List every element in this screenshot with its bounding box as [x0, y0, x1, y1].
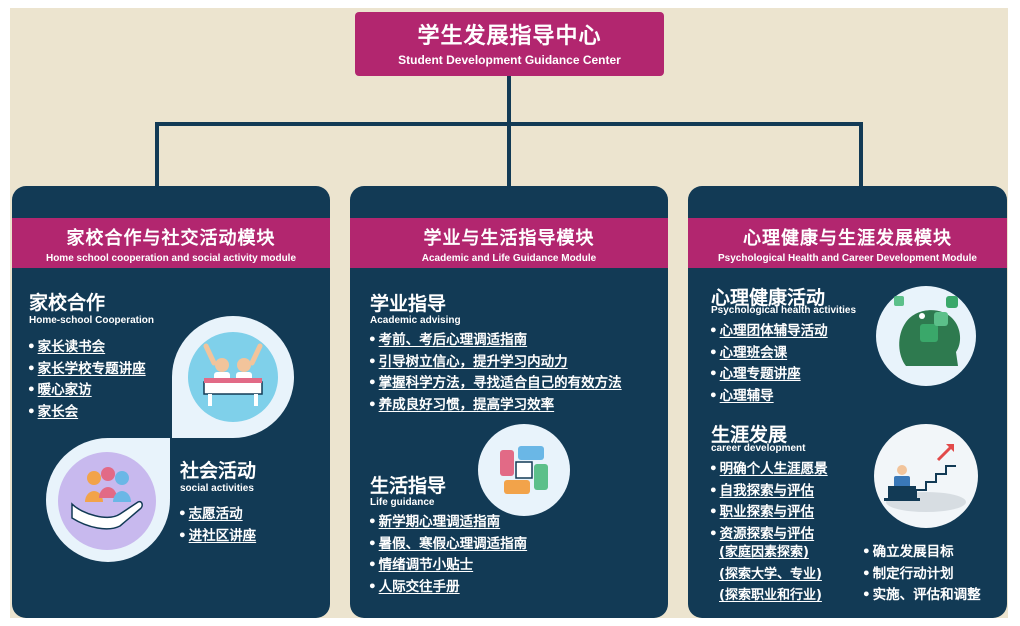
section-title-zh: 学业指导 — [370, 293, 447, 315]
module-title-en: Home school cooperation and social activ… — [45, 253, 297, 264]
list-item: •进社区讲座 — [178, 527, 257, 544]
module-title-zh: 学业与生活指导模块 — [423, 228, 595, 249]
career-right-list: •确立发展目标 •制定行动计划 •实施、评估和调整 — [862, 542, 981, 607]
list-item: •家长读书会 — [27, 339, 106, 355]
list-item: •人际交往手册 — [368, 578, 460, 595]
list-item: (探索职业和行业) — [719, 588, 822, 603]
list-item: •家长会 — [27, 403, 79, 420]
raised-hands-students-icon — [203, 343, 263, 406]
puzzle-head-icon — [894, 296, 961, 366]
list-item: •职业探索与评估 — [709, 504, 815, 520]
list-item: (家庭因素探索) — [719, 545, 809, 560]
section-title-en: career development — [711, 443, 806, 454]
section-title-zh: 社会活动 — [180, 460, 257, 482]
list-item: •明确个人生涯愿景 — [709, 461, 828, 477]
list-item: •自我探索与评估 — [709, 482, 815, 499]
module-title-zh: 心理健康与生涯发展模块 — [743, 228, 952, 249]
list-item: •考前、考后心理调适指南 — [368, 332, 528, 348]
list-item: •资源探索与评估 — [709, 525, 815, 542]
center-title-zh: 学生发展指导中心 — [417, 24, 602, 49]
list-item: •暑假、寒假心理调适指南 — [368, 535, 528, 552]
home-school-list: •家长读书会 •家长学校专题讲座 •暖心家访 •家长会 — [27, 337, 146, 423]
list-item: •实施、评估和调整 — [862, 587, 981, 603]
list-item: •心理班会课 — [709, 344, 788, 361]
section-title-en: Life guidance — [370, 497, 435, 508]
section-title-en: social activities — [180, 483, 254, 494]
module-title-en: Academic and Life Guidance Module — [421, 253, 597, 264]
interlocking-hands-icon — [500, 446, 548, 494]
list-item: •制定行动计划 — [862, 565, 954, 582]
center-title-en: Student Development Guidance Center — [398, 53, 621, 67]
list-item: •掌握科学方法，寻找适合自己的有效方法 — [368, 375, 622, 391]
section-title-zh: 家校合作 — [29, 292, 106, 314]
module-banner: 心理健康与生涯发展模块 Psychological Health and Car… — [688, 218, 1007, 268]
life-guidance-list: •新学期心理调适指南 •暑假、寒假心理调适指南 •情绪调节小贴士 •人际交往手册 — [368, 512, 527, 598]
section-title-en: Psychological health activities — [711, 305, 857, 316]
module-home-school-panel: 家校合作与社交活动模块 Home school cooperation and … — [12, 186, 330, 618]
list-item: •心理专题讲座 — [709, 366, 801, 382]
list-item: •情绪调节小贴士 — [368, 557, 474, 573]
list-item: •家长学校专题讲座 — [27, 360, 146, 377]
icon-circle — [188, 332, 278, 422]
list-item: (探索大学、专业) — [719, 566, 822, 582]
career-list: •明确个人生涯愿景 •自我探索与评估 •职业探索与评估 •资源探索与评估 — [709, 459, 828, 545]
list-item: •志愿活动 — [178, 506, 243, 522]
section-title-zh: 生活指导 — [370, 475, 447, 497]
list-item: •心理辅导 — [709, 387, 774, 404]
list-item: •暖心家访 — [27, 382, 92, 398]
module-academic-life-panel: 学业与生活指导模块 Academic and Life Guidance Mod… — [350, 186, 668, 618]
section-title-en: Academic advising — [370, 315, 461, 326]
module-banner: 家校合作与社交活动模块 Home school cooperation and … — [12, 218, 330, 268]
psych-activity-list: •心理团体辅导活动 •心理班会课 •心理专题讲座 •心理辅导 — [709, 321, 828, 407]
list-item: •引导树立信心，提升学习内动力 — [368, 353, 568, 370]
career-stairs-icon — [884, 444, 966, 512]
list-item: •养成良好习惯，提高学习效率 — [368, 396, 555, 413]
hand-holding-people-icon — [71, 467, 143, 530]
social-activity-list: •志愿活动 •进社区讲座 — [178, 504, 256, 547]
list-item: •确立发展目标 — [862, 544, 954, 560]
list-item: •心理团体辅导活动 — [709, 323, 828, 339]
academic-advising-list: •考前、考后心理调适指南 •引导树立信心，提升学习内动力 •掌握科学方法，寻找适… — [368, 330, 622, 416]
module-title-zh: 家校合作与社交活动模块 — [66, 228, 276, 249]
center-title-box: 学生发展指导中心 Student Development Guidance Ce… — [355, 12, 664, 76]
section-title-zh: 生涯发展 — [711, 424, 788, 446]
career-sub-list: (家庭因素探索) (探索大学、专业) (探索职业和行业) — [719, 542, 822, 607]
module-title-en: Psychological Health and Career Developm… — [718, 253, 977, 264]
list-item: •新学期心理调适指南 — [368, 514, 501, 530]
module-banner: 学业与生活指导模块 Academic and Life Guidance Mod… — [350, 218, 668, 268]
module-psych-career-panel: 心理健康与生涯发展模块 Psychological Health and Car… — [688, 186, 1007, 618]
section-title-zh: 心理健康活动 — [711, 287, 826, 309]
section-title-en: Home-school Cooperation — [29, 315, 155, 326]
